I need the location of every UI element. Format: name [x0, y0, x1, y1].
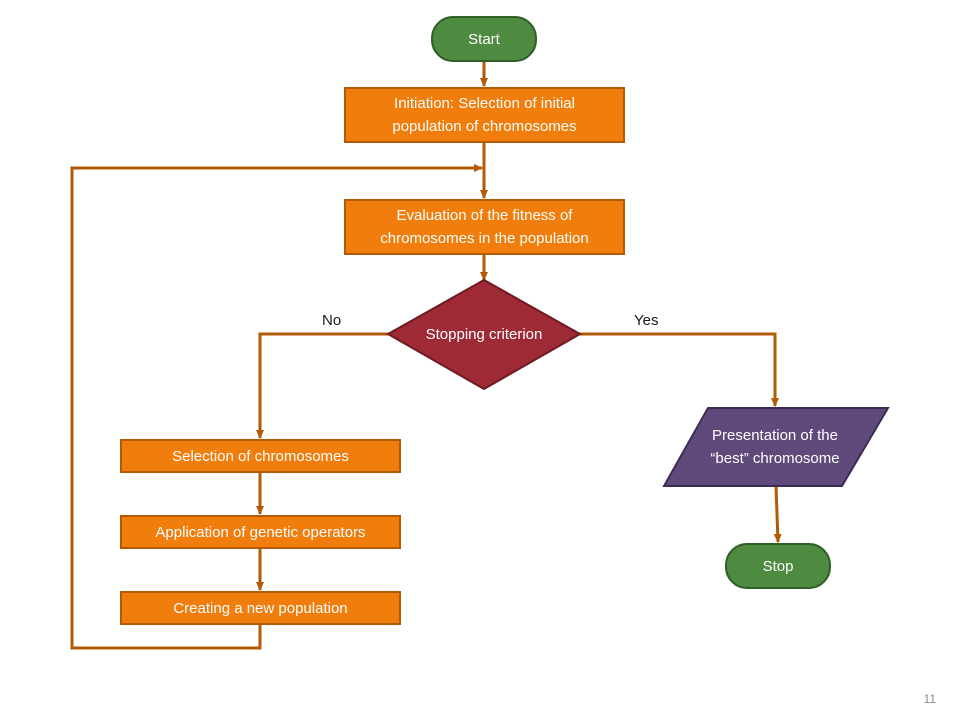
selection-box: Selection of chromosomes: [120, 439, 401, 473]
yes-label: Yes: [634, 312, 659, 329]
stop-label: Stop: [762, 557, 794, 575]
page-number: 11: [923, 692, 936, 706]
presentation-label: Presentation of the “best” chromosome: [710, 427, 840, 467]
new-population-box: Creating a new population: [120, 591, 401, 625]
operators-box: Application of genetic operators: [120, 515, 401, 549]
initiation-box: Initiation: Selection of initial populat…: [344, 87, 625, 143]
decision-label: Stopping criterion: [425, 325, 543, 343]
evaluation-box: Evaluation of the fitness of chromosomes…: [344, 199, 625, 255]
new-population-label: Creating a new population: [173, 599, 348, 617]
edge-decision-yes: [580, 332, 779, 407]
presentation-parallelogram: [662, 407, 890, 487]
selection-label: Selection of chromosomes: [172, 447, 349, 465]
evaluation-label: Evaluation of the fitness of chromosomes…: [380, 207, 589, 247]
start-label: Start: [468, 30, 500, 48]
decision-text: Stopping criterion: [424, 305, 544, 363]
stop-terminal: Stop: [725, 543, 831, 589]
edge-loop-back: [70, 164, 483, 650]
operators-label: Application of genetic operators: [155, 523, 366, 541]
initiation-label: Initiation: Selection of initial populat…: [392, 95, 577, 135]
presentation-text: Presentation of the “best” chromosome: [710, 412, 840, 482]
edge-presentation-stop: [773, 485, 782, 543]
edge-decision-no: [256, 332, 388, 439]
start-terminal: Start: [431, 16, 537, 62]
decision-diamond: [385, 278, 583, 391]
no-label: No: [322, 312, 342, 329]
